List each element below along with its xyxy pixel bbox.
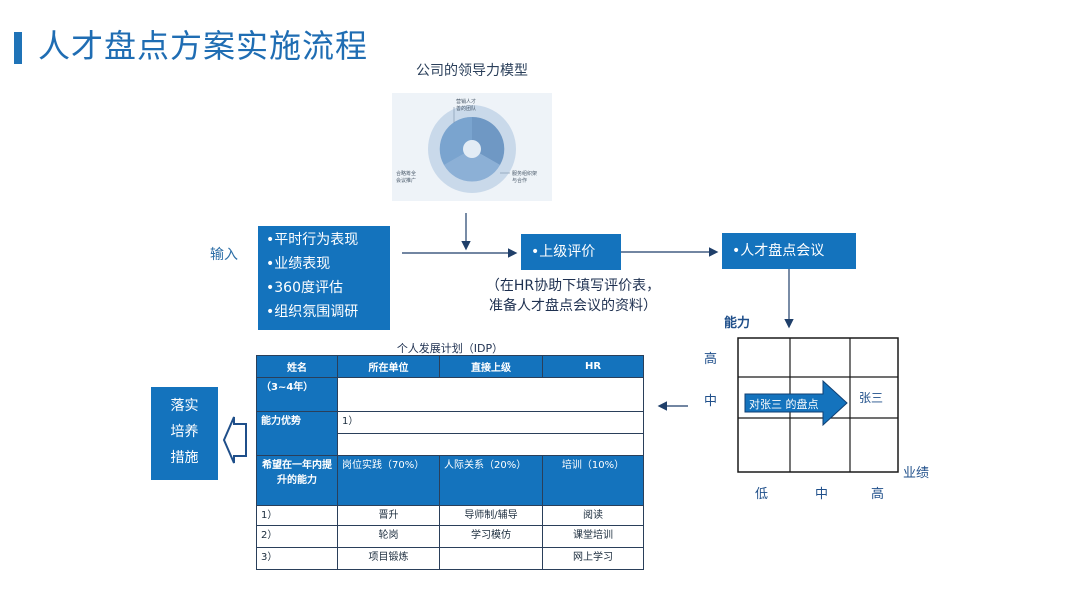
idp-strength-empty	[337, 433, 644, 456]
idp-header-unit: 所在单位	[337, 355, 440, 378]
idp-cell: 轮岗	[337, 525, 440, 548]
talent-meeting-box: •人才盘点会议	[722, 233, 856, 269]
idp-cell	[439, 547, 543, 570]
grid-x-tick-high: 高	[871, 487, 885, 502]
model-segment-label: 服务组织架	[512, 170, 537, 177]
idp-row-index: 1）	[256, 505, 338, 526]
idp-cell: 晋升	[337, 505, 440, 526]
grid-y-label: 能力	[724, 316, 751, 331]
idp-row-index: 2）	[256, 525, 338, 548]
grid-person-name: 张三	[859, 391, 884, 405]
idp-period-label: （3~4年）	[256, 377, 338, 412]
idp-strength-item: 1）	[337, 411, 644, 434]
idp-title: 个人发展计划（IDP）	[396, 342, 504, 355]
grid-x-tick-mid: 中	[815, 487, 829, 502]
input-item: •360度评估	[266, 280, 343, 296]
leadership-model-diagram: 营销人才 善的团队 合略筹全 会议推广 服务组织架 与合作	[392, 93, 552, 201]
action-line: 措施	[170, 450, 199, 466]
model-segment-label: 会议推广	[396, 177, 416, 184]
inputs-box: •平时行为表现 •业绩表现 •360度评估 •组织氛围调研	[258, 226, 390, 330]
idp-table: 姓名 所在单位 直接上级 HR （3~4年） 能力优势 1） 希望在一年内提升的…	[256, 355, 644, 570]
idp-strength-label: 能力优势	[256, 411, 338, 456]
idp-header-name: 姓名	[256, 355, 338, 378]
upper-review-box: •上级评价	[521, 234, 621, 270]
note-line: （在HR协助下填写评价表，	[485, 278, 661, 294]
idp-col-training: 培训（10%）	[542, 455, 644, 506]
action-line: 培养	[170, 424, 199, 440]
action-line: 落实	[170, 398, 199, 414]
idp-cell: 课堂培训	[542, 525, 644, 548]
note-line: 准备人才盘点会议的资料）	[489, 298, 657, 314]
input-item: •平时行为表现	[266, 232, 359, 248]
model-segment-label: 善的团队	[456, 105, 476, 112]
input-label: 输入	[210, 247, 238, 263]
input-item: •业绩表现	[266, 256, 331, 272]
input-item: •组织氛围调研	[266, 304, 359, 320]
model-segment-label: 与合作	[512, 177, 527, 184]
idp-wish-label: 希望在一年内提升的能力	[256, 455, 338, 506]
grid-x-label: 业绩	[903, 466, 930, 481]
idp-cell: 导师制/辅导	[439, 505, 543, 526]
grid-y-tick-mid: 中	[704, 394, 718, 409]
grid-y-tick-high: 高	[704, 352, 718, 367]
model-segment-label: 营销人才	[456, 98, 476, 105]
idp-cell: 阅读	[542, 505, 644, 526]
model-segment-label: 合略筹全	[396, 170, 416, 177]
idp-cell: 学习模仿	[439, 525, 543, 548]
leadership-model-label: 公司的领导力模型	[416, 63, 528, 79]
grid-x-tick-low: 低	[755, 487, 769, 502]
idp-col-practice: 岗位实践（70%）	[337, 455, 440, 506]
idp-row-index: 3）	[256, 547, 338, 570]
idp-col-relation: 人际关系（20%）	[439, 455, 543, 506]
review-note: （在HR协助下填写评价表， 准备人才盘点会议的资料）	[468, 276, 678, 316]
talent-grid	[737, 337, 899, 473]
idp-cell: 网上学习	[542, 547, 644, 570]
page-title: 人才盘点方案实施流程	[38, 27, 369, 65]
title-accent-bar	[14, 32, 22, 64]
idp-header-hr: HR	[542, 355, 644, 378]
idp-period-value	[337, 377, 644, 412]
idp-header-superior: 直接上级	[439, 355, 543, 378]
grid-arrow-text: 对张三 的盘点	[749, 398, 819, 411]
action-box: 落实 培养 措施	[151, 387, 218, 480]
idp-cell: 项目锻炼	[337, 547, 440, 570]
